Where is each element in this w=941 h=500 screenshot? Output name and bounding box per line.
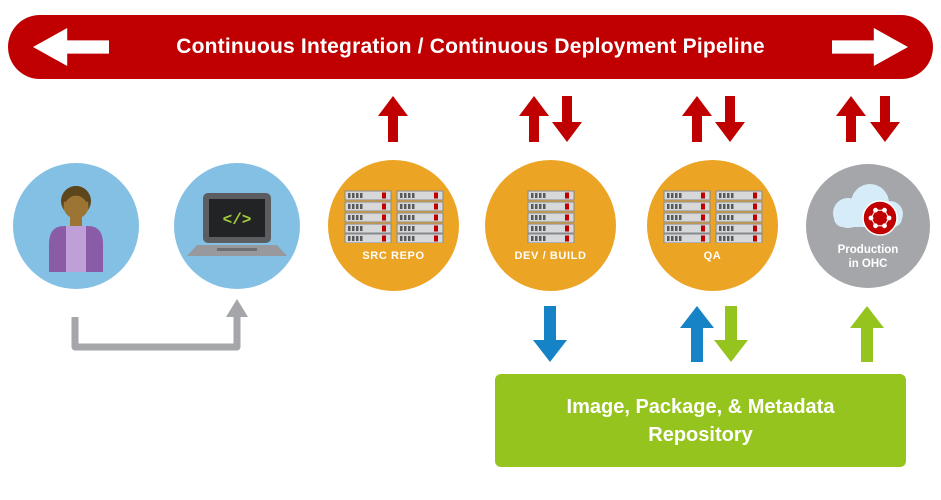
person-icon (49, 186, 103, 272)
laptop-icon: </> (187, 193, 287, 256)
production-down-arrow (870, 96, 900, 142)
repo-to-qa-up-arrow (680, 306, 714, 362)
node-label-dev-build: DEV / BUILD (514, 249, 587, 262)
repo-to-production-up-arrow (850, 306, 884, 362)
production-up-arrow (836, 96, 866, 142)
repository-box: Image, Package, & Metadata Repository (495, 374, 906, 467)
qa-down-arrow (715, 96, 745, 142)
server-stack-icon (663, 190, 762, 243)
production-label-line1: Production (837, 243, 899, 256)
node-qa: QA (647, 160, 778, 291)
repository-label-line1: Image, Package, & Metadata (566, 395, 835, 418)
qa-up-arrow (682, 96, 712, 142)
pipeline-banner: Continuous Integration / Continuous Depl… (8, 15, 933, 79)
production-label-line2: in OHC (848, 258, 888, 270)
node-label-qa: QA (703, 249, 722, 262)
node-production: Production in OHC (806, 164, 930, 288)
node-src-repo: SRC REPO (328, 160, 459, 291)
node-label-src-repo: SRC REPO (362, 249, 425, 262)
banner-right-arrow-icon (832, 28, 908, 66)
dev-build-down-arrow (552, 96, 582, 142)
openshift-badge-icon (862, 199, 898, 236)
node-workstation: </> (174, 163, 300, 289)
code-glyph: </> (223, 211, 252, 229)
pipeline-title: Continuous Integration / Continuous Depl… (176, 35, 765, 58)
dev-build-to-repo-down-arrow (533, 306, 567, 362)
server-stack-icon (344, 190, 443, 243)
repository-label-line2: Repository (648, 423, 753, 446)
src-repo-up-arrow (378, 96, 408, 142)
node-label-production: Production in OHC (838, 243, 899, 272)
node-developer (13, 163, 139, 289)
developer-to-workstation-connector (71, 299, 248, 351)
node-dev-build: DEV / BUILD (485, 160, 616, 291)
cloud-icon (833, 183, 903, 236)
qa-to-repo-down-arrow (714, 306, 748, 362)
banner-left-arrow-icon (33, 28, 109, 66)
dev-build-up-arrow (519, 96, 549, 142)
server-icon (527, 190, 574, 243)
